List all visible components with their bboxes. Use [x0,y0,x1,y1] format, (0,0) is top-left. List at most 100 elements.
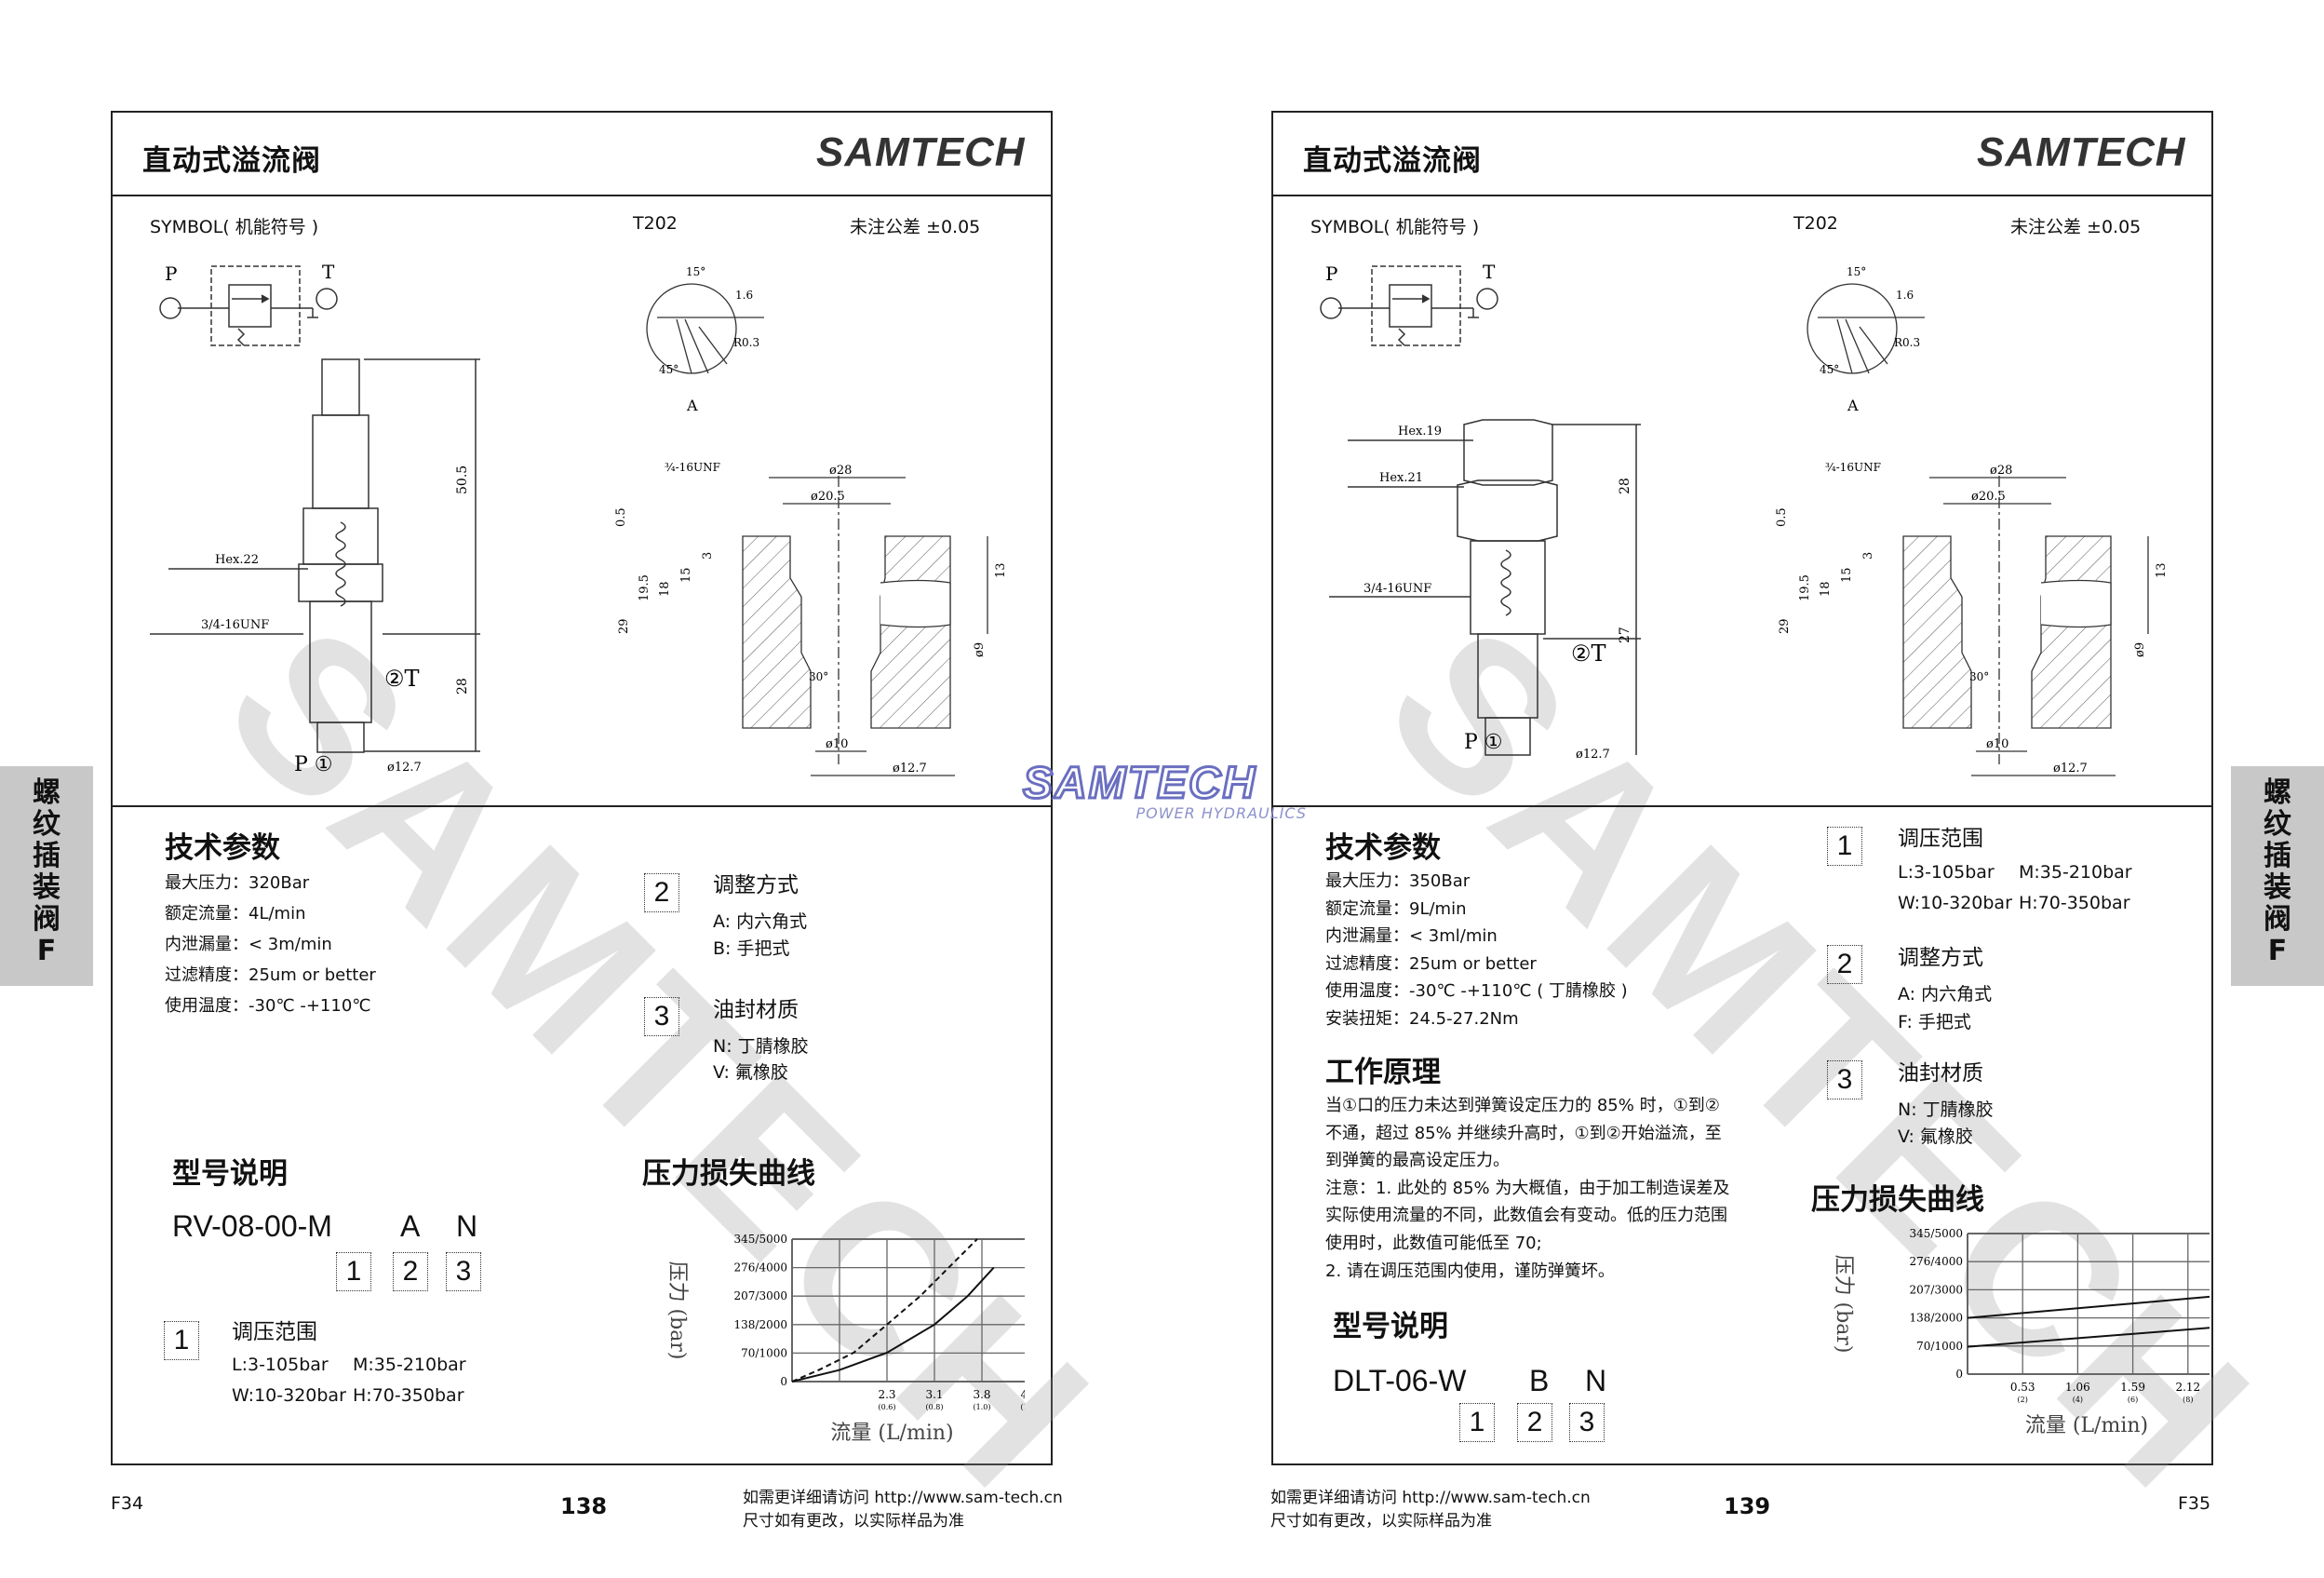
principle-line: 当①口的压力未达到弹簧设定压力的 85% 时，①到② [1325,1096,1720,1115]
cav-d205: ø20.5 [1971,490,2006,504]
option-number-box: 2 [1827,945,1862,984]
model-number-box: 2 [393,1252,428,1291]
cav-05: 0.5 [1775,507,1789,527]
footer-note-2: 尺寸如有更改，以实际样品为准 [743,1512,964,1531]
model-number-box: 3 [1569,1403,1605,1442]
y-tick-label: 70/1000 [741,1346,787,1359]
cav-18: 18 [658,581,672,597]
dim-27: 27 [1618,627,1632,643]
divider [1273,805,2211,807]
option-number-box: 3 [1827,1060,1862,1099]
x-tick-sublabel: (1.2) [1021,1403,1025,1411]
cav-13: 13 [2155,562,2169,578]
valve-cross-section [150,358,480,753]
model-option-n: N [456,1209,478,1243]
y-tick-label: 0 [780,1375,787,1388]
cav-d10: ø10 [1986,737,2008,751]
tech-param: 内泄漏量：< 3ml/min [1325,926,1498,947]
y-tick-label: 70/1000 [1916,1340,1963,1353]
center-logo-name: SAMTECH [1022,759,1257,808]
thread-label: 3/4-16UNF [201,618,269,632]
tech-param: 过滤精度：25um or better [165,965,376,985]
dim-127: ø12.7 [1576,748,1610,762]
option-item: M:35-210bar [353,1355,466,1375]
divider [113,805,1051,807]
detail-roughness: 1.6 [1896,289,1914,302]
cav-195: 19.5 [638,574,652,601]
option-title: 调压范围 [232,1320,317,1344]
option-item: F: 手把式 [1898,1012,1971,1032]
side-tab-right: 螺纹插装阀F [2231,766,2324,986]
option-item: H:70-350bar [2019,893,2130,913]
footer-code: F35 [2178,1493,2211,1514]
brand-logo: SAMTECH [1977,129,2186,175]
cav-3: 3 [701,552,715,560]
cav-05: 0.5 [614,507,628,527]
option-item: V: 氟橡胶 [713,1062,788,1083]
tolerance: 未注公差 ±0.05 [2010,217,2142,237]
cav-thread: ¾-16UNF [665,461,720,474]
y-axis-label: 压力 (bar) [1832,1255,1855,1354]
detail-label: A [686,397,698,414]
option-number-box: 1 [164,1321,199,1360]
principle-line: 使用时，此数值可能低至 70; [1325,1233,1542,1253]
curve-title: 压力损失曲线 [642,1157,815,1191]
cavity-drawing [1902,476,2149,776]
page-number: 138 [560,1493,608,1519]
option-title: 调压范围 [1898,827,1983,851]
x-axis-label: 流量 (L/min) [830,1422,953,1445]
side-tab-label: 螺纹插装阀F [2264,776,2291,967]
hex21-label: Hex.21 [1379,471,1423,485]
y-tick-label: 345/5000 [1910,1227,1964,1240]
y-tick-label: 276/4000 [1910,1255,1964,1268]
port-t-label: ②T [1571,641,1606,667]
symbol-p: P [1325,263,1337,285]
option-title: 调整方式 [1898,946,1983,970]
dim-28: 28 [1618,478,1632,494]
footer-note-2: 尺寸如有更改，以实际样品为准 [1270,1512,1492,1531]
cav-d9: ø9 [973,642,987,657]
center-logo: SAMTECH POWER HYDRAULICS [1022,759,1307,823]
x-tick-label: 2.12 [2175,1381,2200,1394]
model-number-box: 3 [446,1252,481,1291]
right-page-frame: SAMTECH 直动式溢流阀 SAMTECH SYMBOL( 机能符号 ) T2… [1271,111,2298,1535]
option-item: M:35-210bar [2019,862,2132,883]
detail-radius: R0.3 [1894,336,1920,349]
pressure-loss-chart: 070/1000138/2000207/3000276/4000345/5000… [665,1233,1025,1445]
tech-param: 内泄漏量：< 3m/min [165,935,332,954]
tech-title: 技术参数 [165,831,280,865]
symbol-label: SYMBOL( 机能符号 ) [1310,217,1480,237]
tech-param: 安装扭矩：24.5-27.2Nm [1325,1008,1519,1029]
cav-29: 29 [617,618,631,634]
x-tick-label: 1.59 [2120,1381,2145,1394]
cav-d28: ø28 [1990,464,2012,478]
technical-drawing: P T 28 27 Hex.19 Hex.21 3/4-16UNF ②T P ①… [1320,261,2169,776]
principle-line: 注意：1. 此处的 85% 为大概值，由于加工制造误差及 [1325,1178,1730,1198]
tech-param: 额定流量：9L/min [1325,898,1467,919]
principle-line: 不通，超过 85% 并继续升高时，①到②开始溢流，至 [1325,1123,1722,1143]
y-tick-label: 207/3000 [734,1289,788,1302]
footer-note-1: 如需更详细请访问 http://www.sam-tech.cn [743,1489,1063,1507]
cav-d205: ø20.5 [811,490,845,504]
principle-line: 到弹簧的最高设定压力。 [1325,1151,1510,1171]
cavity-code: T202 [633,213,678,234]
series-line-dashed [791,1238,978,1382]
principle-line: 2. 请在调压范围内使用，谨防弹簧坏。 [1325,1261,1615,1281]
model-number-box: 1 [1459,1403,1495,1442]
tech-param: 过滤精度：25um or better [1325,953,1537,974]
cav-15: 15 [1840,567,1854,583]
model-number-box: 1 [336,1252,371,1291]
option-item: N: 丁腈橡胶 [713,1036,809,1057]
option-item: B: 手把式 [713,938,790,959]
series-line-upper [1967,1295,2210,1319]
x-tick-sublabel: (1.0) [974,1403,991,1411]
option-number-box: 3 [644,997,679,1036]
tech-param: 使用温度：-30℃ -+110℃ [165,996,371,1016]
tech-param: 使用温度：-30℃ -+110℃ ( 丁腈橡胶 ) [1325,981,1628,1002]
x-tick-sublabel: (4) [2073,1396,2083,1404]
hex-label: Hex.22 [215,553,259,567]
series-line-solid [791,1266,995,1382]
option-title: 油封材质 [713,998,799,1022]
x-tick-label: 2.3 [878,1388,895,1401]
option-number-box: 2 [644,873,679,912]
